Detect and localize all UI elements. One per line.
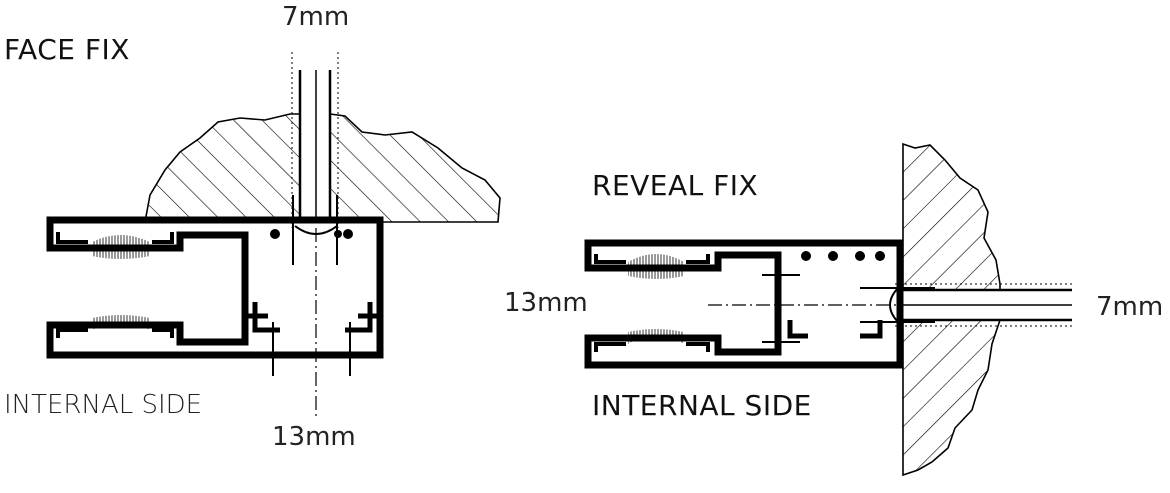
face-fix-frame [46,216,384,359]
reveal-fix-drawing [584,142,1075,477]
reveal-fix-title: REVEAL FIX [592,169,759,202]
face-fix-bottom-dimension: 13mm [272,422,356,452]
face-fix-internal-label: INTERNAL SIDE [4,390,203,420]
face-fix-bottom-brush [92,315,150,330]
reveal-fix-internal-label: INTERNAL SIDE [592,389,812,422]
face-fix-top-dimension: 7mm [282,2,350,32]
reveal-fix-left-dimension: 13mm [504,288,588,318]
reveal-fix-right-dimension: 7mm [1096,292,1164,322]
reveal-fix-frame [584,239,904,369]
face-fix-title: FACE FIX [4,33,130,66]
reveal-fix-top-brush [628,254,684,279]
face-fix-top-brush [92,235,150,259]
face-fix-drawing [46,52,501,418]
reveal-fix-bottom-brush [628,329,684,344]
